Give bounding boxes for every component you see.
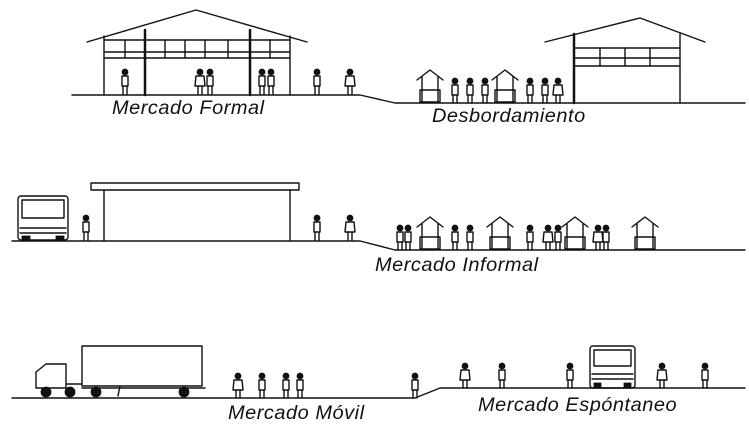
market-stall-icon [561,216,589,250]
ground-line [11,240,746,251]
person-icon [701,362,709,389]
person-icon [542,224,554,251]
person-icon [313,214,321,241]
market-stall-icon [416,69,444,103]
person-icon [232,372,244,399]
person-icon [258,68,266,95]
row-informal-market [11,182,746,251]
row-mobile-market [11,345,746,399]
market-stall-icon [486,216,514,250]
person-icon [541,77,549,104]
overflow-building-icon [544,17,706,105]
person-icon [282,372,290,399]
person-icon [121,68,129,95]
row-formal-market [71,9,746,105]
person-icon [566,362,574,389]
person-icon [526,224,534,251]
person-icon [466,77,474,104]
person-icon [396,224,404,251]
formal-market-building-icon [86,9,308,97]
person-icon [526,77,534,104]
person-icon [481,77,489,104]
person-icon [602,224,610,251]
market-stall-icon [631,216,659,250]
person-icon [404,224,412,251]
person-icon [451,77,459,104]
truck-icon [17,195,69,242]
person-icon [82,214,90,241]
ground-line [71,94,746,104]
person-icon [194,68,206,95]
market-stall-icon [416,216,444,250]
warehouse-building-icon [90,182,300,242]
label-desbordamiento: Desbordamiento [432,106,586,127]
person-icon [206,68,214,95]
person-icon [498,362,506,389]
label-mercado-movil: Mercado Móvil [228,403,365,424]
label-mercado-espontaneo: Mercado Espóntaneo [478,395,678,416]
person-icon [592,224,604,251]
person-icon [344,214,356,241]
person-icon [313,68,321,95]
person-icon [451,224,459,251]
person-icon [344,68,356,95]
truck-icon [589,345,636,389]
person-icon [552,77,564,104]
person-icon [296,372,304,399]
person-icon [411,372,419,399]
person-icon [656,362,668,389]
trailer-truck-icon [35,345,206,398]
person-icon [466,224,474,251]
person-icon [258,372,266,399]
person-icon [554,224,562,251]
person-icon [459,362,471,389]
label-mercado-informal: Mercado Informal [375,255,539,276]
person-icon [267,68,275,95]
market-stall-icon [491,69,519,103]
label-mercado-formal: Mercado Formal [112,98,265,119]
